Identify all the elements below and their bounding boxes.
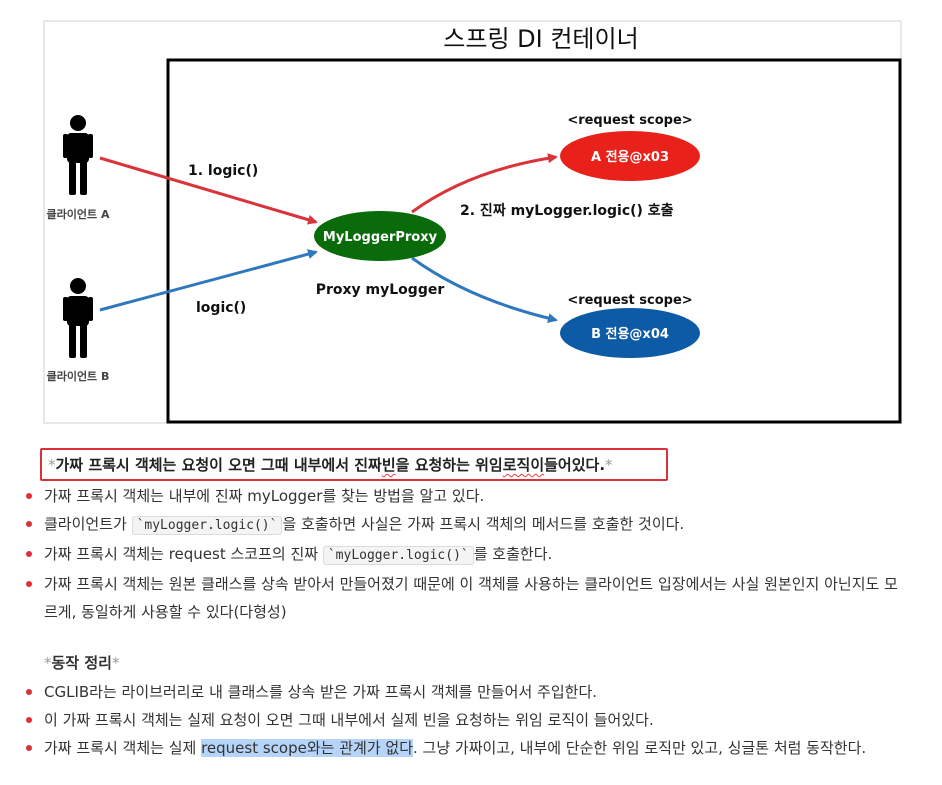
section-title: *동작 정리*: [44, 652, 119, 673]
bean-b-node: [560, 308, 700, 358]
real-call-label: 2. 진짜 myLogger.logic() 호출: [460, 202, 674, 219]
bean-b-label: B 전용@x04: [591, 326, 669, 342]
highlight-text-1: 가짜 프록시 객체는 요청이 오면 그때 내부에서 진짜: [55, 456, 382, 474]
inline-code: `myLogger.logic()`: [322, 546, 474, 565]
highlight-text-5: 들어있다.: [544, 456, 606, 474]
proxy-node: [314, 211, 446, 261]
list-item: 가짜 프록시 객체는 실제 request scope와는 관계가 없다. 그냥…: [22, 734, 902, 762]
arrow-client-b-to-proxy: [99, 249, 318, 312]
emphasis-marker-end: *: [111, 654, 120, 672]
list-item: CGLIB라는 라이브러리로 내 클래스를 상속 받은 가짜 프록시 객체를 만…: [22, 678, 902, 706]
list-item: 가짜 프록시 객체는 내부에 진짜 myLogger를 찾는 방법을 알고 있다…: [22, 482, 902, 510]
list-item-text: . 그냥 가짜이고, 내부에 단순한 위임 로직만 있고, 싱글톤 처럼 동작한…: [413, 739, 867, 757]
list-item: 가짜 프록시 객체는 원본 클래스를 상속 받아서 만들어졌기 때문에 이 객체…: [22, 570, 902, 626]
client-a-label: 클라이언트 A: [47, 207, 110, 221]
client-b-label: 클라이언트 B: [47, 369, 110, 383]
emphasis-marker: *: [48, 455, 56, 474]
list-item-text: 이 가짜 프록시 객체는 실제 요청이 오면 그때 내부에서 실제 빈을 요청하…: [44, 711, 654, 729]
selected-text[interactable]: request scope와는 관계가 없다: [201, 739, 413, 757]
list-item: 가짜 프록시 객체는 request 스코프의 진짜 `myLogger.log…: [22, 540, 902, 570]
person-icon-client-b: [63, 278, 93, 358]
diagram-title: 스프링 DI 컨테이너: [443, 25, 638, 53]
scope-b-label: <request scope>: [567, 293, 692, 308]
list-item-text: CGLIB라는 라이브러리로 내 클래스를 상속 받은 가짜 프록시 객체를 만…: [44, 683, 598, 701]
container-box: [166, 58, 902, 424]
highlight-note: * 가짜 프록시 객체는 요청이 오면 그때 내부에서 진짜 빈 을 요청하는 …: [40, 448, 668, 481]
list-item: 클라이언트가 `myLogger.logic()`을 호출하면 사실은 가짜 프…: [22, 510, 902, 540]
inline-code: `myLogger.logic()`: [131, 516, 283, 535]
list-item-text: 가짜 프록시 객체는 실제: [44, 739, 202, 757]
bean-a-node: [560, 131, 700, 181]
di-container-diagram: 스프링 DI 컨테이너 클라이언트 A 클라이언트 B 1. logic() l…: [43, 20, 902, 424]
section-title-text: 동작 정리: [51, 654, 112, 672]
proxy-caption: Proxy myLogger: [316, 282, 445, 298]
proxy-bullet-list: 가짜 프록시 객체는 내부에 진짜 myLogger를 찾는 방법을 알고 있다…: [22, 482, 902, 626]
arrow-proxy-to-bean-b: [411, 256, 558, 324]
arrow-a-label: 1. logic(): [188, 163, 258, 179]
scope-a-label: <request scope>: [567, 113, 692, 128]
bean-a-label: A 전용@x03: [591, 149, 669, 165]
arrow-proxy-to-bean-a: [411, 153, 558, 214]
list-item-text: 가짜 프록시 객체는 원본 클래스를 상속 받아서 만들어졌기 때문에 이 객체…: [44, 575, 898, 621]
highlight-text-4: 로직이: [502, 456, 545, 474]
highlight-text-3: 을 요청하는 위임: [395, 456, 503, 474]
list-item-text: 가짜 프록시 객체는 내부에 진짜 myLogger를 찾는 방법을 알고 있다…: [44, 487, 485, 505]
arrow-b-label: logic(): [196, 300, 246, 316]
person-icon-client-a: [63, 115, 93, 195]
highlight-text-2: 빈: [381, 456, 396, 474]
proxy-node-label: MyLoggerProxy: [323, 230, 438, 245]
list-item-text: 을 호출하면 사실은 가짜 프록시 객체의 메서드를 호출한 것이다.: [282, 515, 685, 533]
emphasis-marker-end: *: [605, 455, 613, 474]
list-item-text: 클라이언트가: [44, 515, 132, 533]
list-item: 이 가짜 프록시 객체는 실제 요청이 오면 그때 내부에서 실제 빈을 요청하…: [22, 706, 902, 734]
arrow-client-a-to-proxy: [99, 156, 318, 225]
summary-bullet-list: CGLIB라는 라이브러리로 내 클래스를 상속 받은 가짜 프록시 객체를 만…: [22, 678, 902, 762]
list-item-text: 를 호출한다.: [473, 545, 553, 563]
list-item-text: 가짜 프록시 객체는 request 스코프의 진짜: [44, 545, 323, 563]
emphasis-marker: *: [44, 654, 52, 672]
